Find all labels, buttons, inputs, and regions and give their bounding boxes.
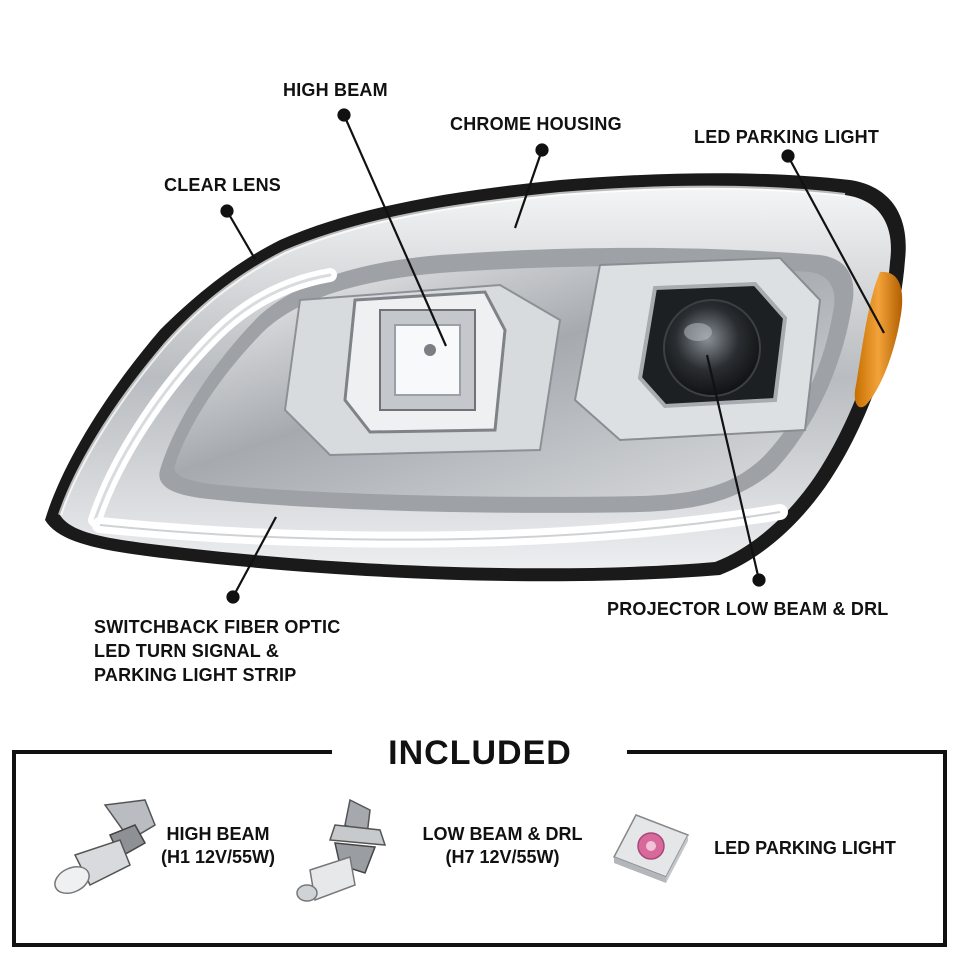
h1-bulb-icon xyxy=(54,799,156,895)
leader-lines xyxy=(220,108,885,604)
included-frame xyxy=(12,750,947,947)
switchback-line-2: LED TURN SIGNAL & xyxy=(94,641,280,661)
callout-high-beam: HIGH BEAM xyxy=(283,80,388,100)
included-item-spec: (H7 12V/55W) xyxy=(445,847,560,867)
chrome-housing-dot xyxy=(535,143,549,157)
high-beam-dot xyxy=(337,108,351,122)
callout-chrome-housing: CHROME HOUSING xyxy=(450,114,622,134)
switchback-line-1: SWITCHBACK FIBER OPTIC xyxy=(94,617,341,637)
included-item-led-parking: LED PARKING LIGHT xyxy=(700,837,910,860)
included-item-label: LOW BEAM & DRL xyxy=(422,824,583,844)
switchback-line-3: PARKING LIGHT STRIP xyxy=(94,665,297,685)
included-item-low-beam: LOW BEAM & DRL (H7 12V/55W) xyxy=(405,823,600,869)
switchback-dot xyxy=(226,590,240,604)
amber-reflector xyxy=(854,271,903,408)
callout-clear-lens: CLEAR LENS xyxy=(164,175,282,195)
included-title: INCLUDED xyxy=(388,734,572,772)
projector-module xyxy=(573,256,822,442)
callout-projector: PROJECTOR LOW BEAM & DRL xyxy=(607,599,889,619)
callout-led-parking-light: LED PARKING LIGHT xyxy=(694,127,880,147)
high-beam-module xyxy=(283,283,562,457)
smd-led-chip-icon xyxy=(612,814,690,883)
callout-switchback: SWITCHBACK FIBER OPTIC LED TURN SIGNAL &… xyxy=(94,615,340,687)
included-item-label: LED PARKING LIGHT xyxy=(714,838,896,858)
projector-dot xyxy=(752,573,766,587)
headlight-assembly xyxy=(45,173,906,582)
clear-lens-dot xyxy=(220,204,234,218)
clear-lens xyxy=(58,185,846,516)
included-item-spec: (H1 12V/55W) xyxy=(160,847,276,867)
led-parking-dot xyxy=(781,149,795,163)
included-item-label: HIGH BEAM xyxy=(166,824,270,844)
included-item-high-beam: HIGH BEAM (H1 12V/55W) xyxy=(148,823,288,869)
h7-bulb-icon xyxy=(296,798,387,902)
